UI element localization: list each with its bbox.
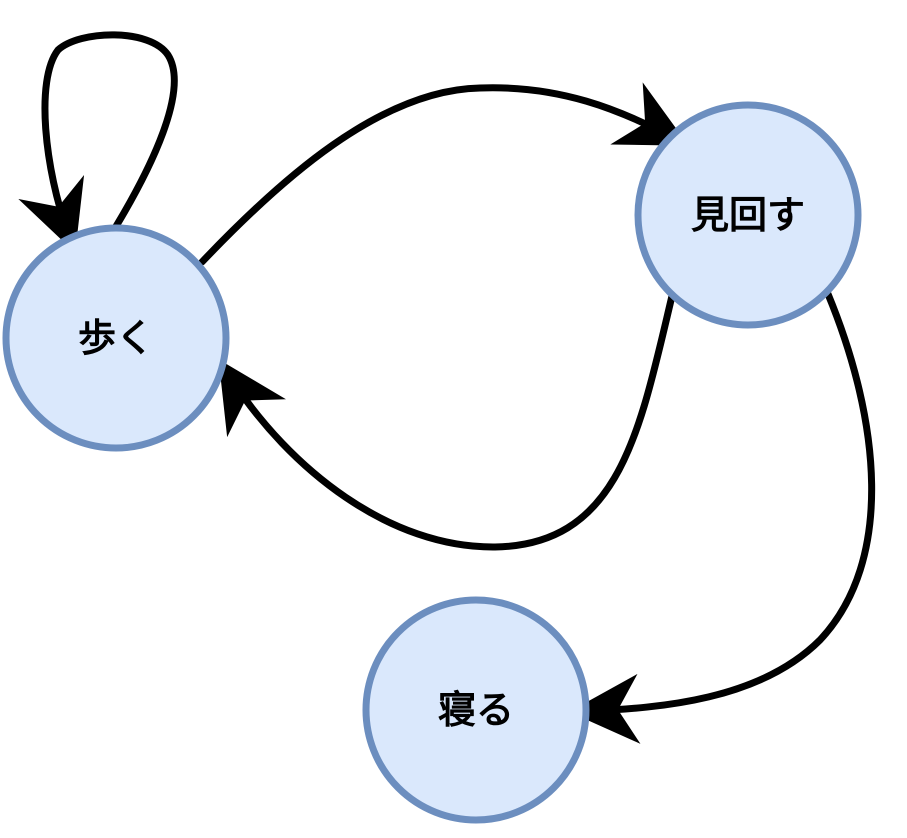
state-circle-look-around	[634, 101, 862, 329]
state-circle-walk	[2, 224, 230, 452]
state-label-look-around: 見回す	[691, 193, 805, 237]
state-label-sleep: 寝る	[438, 688, 514, 732]
edge-walk-to-look-around	[198, 82, 689, 266]
state-circle-sleep	[362, 596, 590, 824]
edge-walk-self-loop	[18, 31, 178, 253]
edge-look-around-to-walk	[218, 292, 676, 551]
state-node-look-around[interactable]: 見回す	[634, 101, 862, 329]
state-node-sleep[interactable]: 寝る	[362, 596, 590, 824]
state-label-walk: 歩く	[78, 316, 154, 360]
state-node-walk[interactable]: 歩く	[2, 224, 230, 452]
edge-look-around-to-sleep	[569, 290, 876, 744]
